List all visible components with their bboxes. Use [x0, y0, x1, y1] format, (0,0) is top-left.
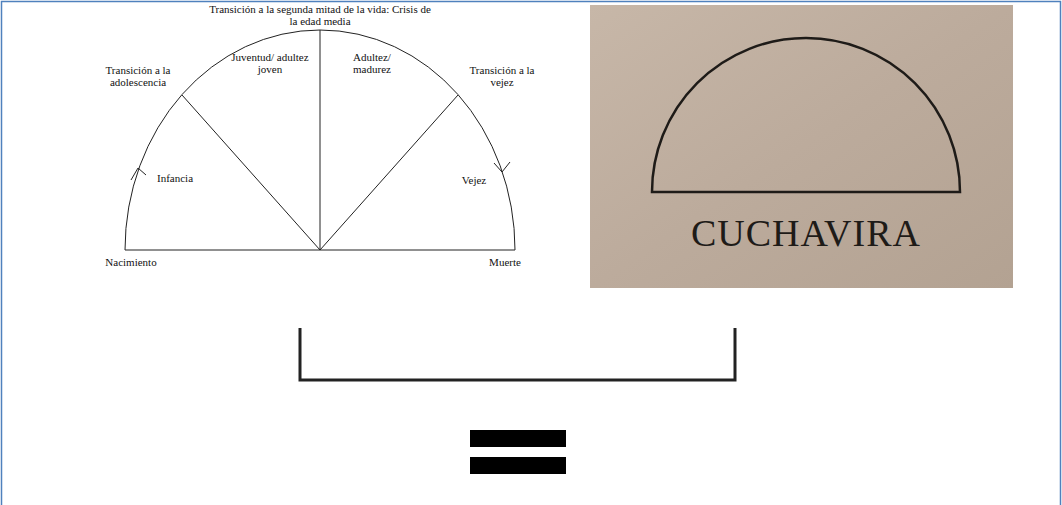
stage-label: Vejez — [449, 174, 499, 186]
life-arc — [125, 30, 515, 250]
bracket — [300, 328, 735, 380]
radius-line — [182, 95, 320, 250]
arrow-chevron — [494, 162, 510, 172]
photo-panel — [590, 5, 1013, 288]
transition-label: Transición a la adolescencia — [96, 64, 180, 88]
endpoint-label: Muerte — [470, 256, 540, 268]
equals-bar — [470, 430, 566, 447]
semicircle-symbol — [652, 38, 960, 192]
radius-line — [320, 95, 458, 250]
radius-line — [320, 30, 321, 250]
photo-caption: CUCHAVIRA — [606, 212, 1006, 254]
equals-bar — [470, 457, 566, 474]
life-cycle-figure — [125, 30, 515, 250]
stage-label: Adultez/ madurez — [342, 51, 402, 75]
stage-label: Infancia — [140, 172, 210, 184]
heading-label: Transición a la segunda mitad de la vida… — [204, 3, 436, 27]
stage-label: Juventud/ adultez joven — [231, 51, 309, 75]
arrow-chevron — [131, 168, 146, 180]
paper-photo — [590, 5, 1013, 288]
endpoint-label: Nacimiento — [86, 256, 176, 268]
transition-label: Transición a la vejez — [460, 64, 544, 88]
